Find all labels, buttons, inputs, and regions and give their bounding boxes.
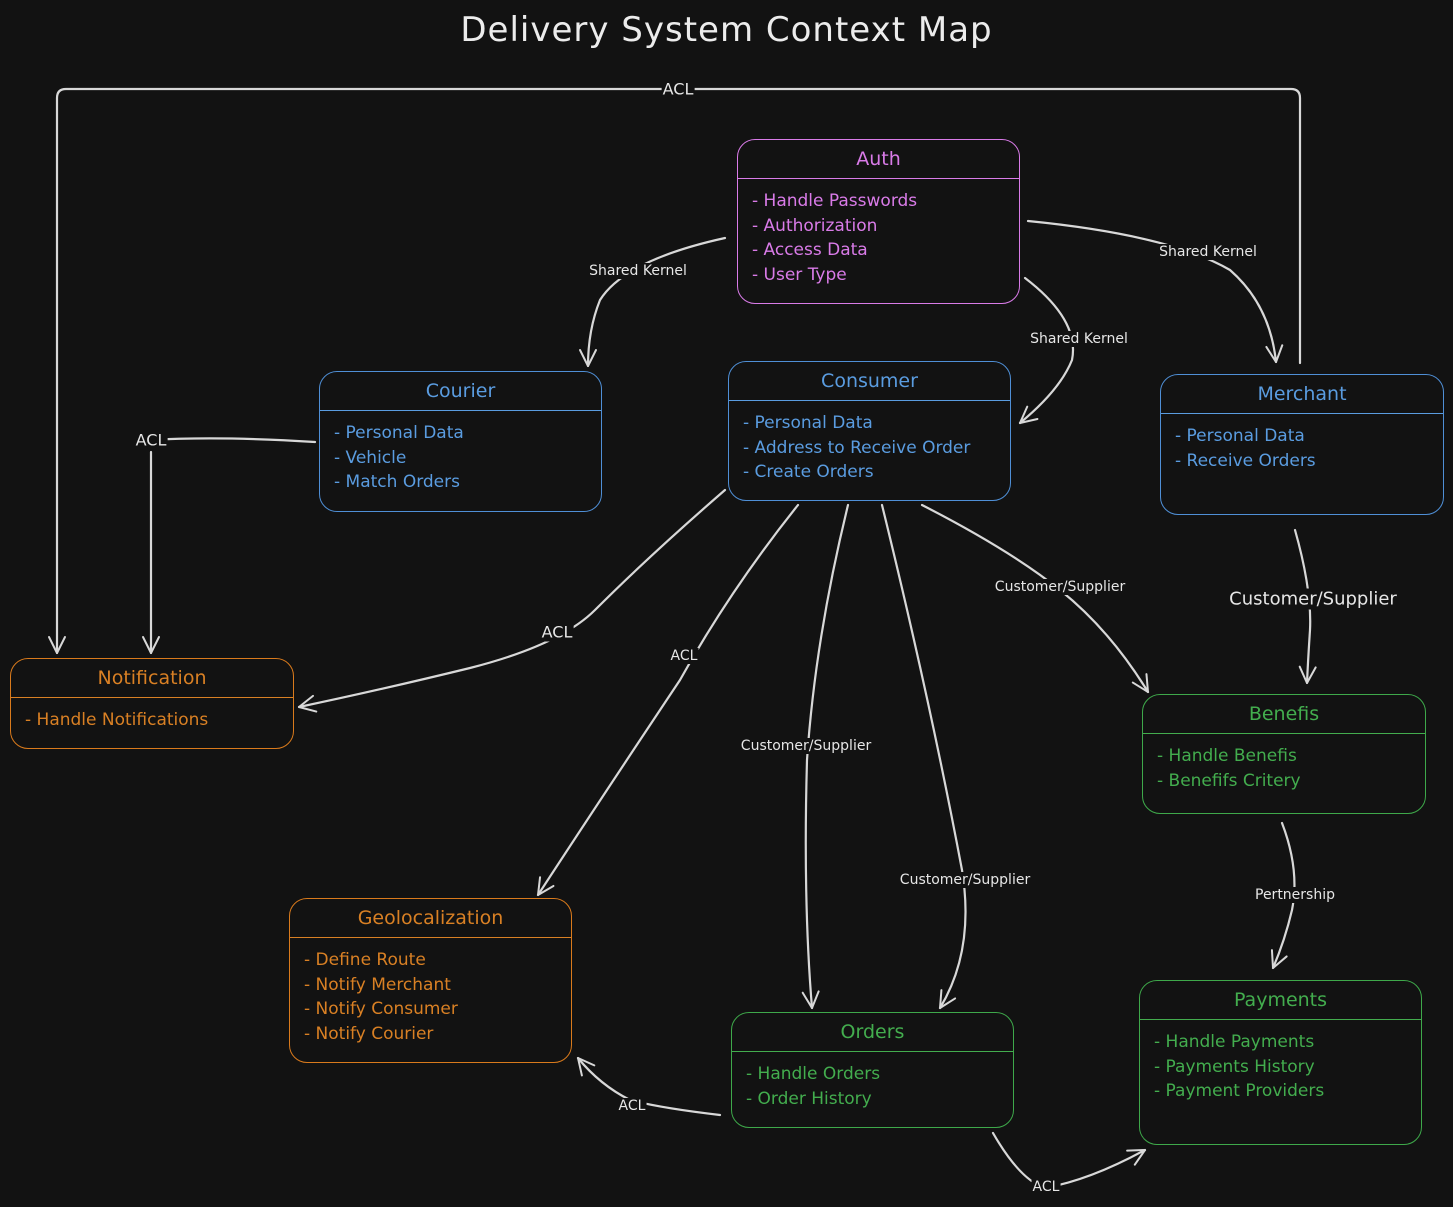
edge-consumer-geolocalization — [536, 503, 800, 897]
list-item: - Authorization — [752, 215, 878, 236]
context-orders-title: Orders — [732, 1013, 1013, 1052]
list-item: - Order History — [746, 1088, 872, 1109]
list-item: - Handle Benefis — [1157, 746, 1297, 766]
label-auth-courier: Shared Kernel — [588, 263, 688, 279]
edge-auth-courier — [579, 236, 727, 368]
label-courier-notification: ACL — [134, 430, 168, 450]
context-notification-title: Notification — [11, 659, 293, 698]
context-auth-title: Auth — [738, 140, 1019, 179]
context-payments[interactable]: Payments - Handle Payments - Payments Hi… — [1139, 980, 1422, 1145]
label-benefis-payments: Pertnership — [1254, 887, 1336, 903]
list-item: - Handle Notifications — [25, 710, 209, 730]
context-courier-title: Courier — [320, 372, 601, 411]
context-consumer[interactable]: Consumer - Personal Data - Address to Re… — [728, 361, 1011, 501]
edge-auth-merchant — [1026, 219, 1284, 364]
context-merchant-title: Merchant — [1161, 375, 1443, 414]
context-geolocalization[interactable]: Geolocalization - Define Route - Notify … — [289, 898, 572, 1063]
list-item: - Match Orders — [334, 472, 460, 492]
edge-consumer-orders-b — [880, 503, 967, 1010]
label-consumer-benefis: Customer/Supplier — [993, 579, 1127, 595]
edge-benefis-payments — [1270, 821, 1296, 970]
list-item: - User Type — [752, 264, 847, 285]
context-notification-items: - Handle Notifications — [11, 698, 293, 733]
edge-merchant-notification — [48, 87, 1302, 655]
edge-merchant-benefis — [1293, 528, 1317, 685]
edge-orders-payments — [991, 1131, 1147, 1190]
list-item: - Notify Merchant — [304, 974, 451, 995]
edge-orders-geolocalization — [576, 1056, 722, 1117]
label-consumer-orders-a: Customer/Supplier — [739, 738, 873, 754]
context-courier-items: - Personal Data - Vehicle - Match Orders — [320, 411, 601, 495]
context-payments-title: Payments — [1140, 981, 1421, 1020]
list-item: - Personal Data — [743, 413, 873, 433]
context-benefis-title: Benefis — [1143, 695, 1425, 734]
context-merchant[interactable]: Merchant - Personal Data - Receive Order… — [1160, 374, 1444, 515]
context-orders-items: - Handle Orders - Order History — [732, 1052, 1013, 1111]
list-item: - Payment Providers — [1154, 1081, 1325, 1101]
list-item: - Notify Courier — [304, 1023, 434, 1044]
list-item: - Payments History — [1154, 1056, 1315, 1077]
context-geolocalization-items: - Define Route - Notify Merchant - Notif… — [290, 938, 571, 1046]
label-consumer-geolocalization: ACL — [669, 648, 699, 664]
context-notification[interactable]: Notification - Handle Notifications — [10, 658, 294, 749]
list-item: - Handle Passwords — [752, 191, 918, 211]
context-auth-items: - Handle Passwords - Authorization - Acc… — [738, 179, 1019, 287]
list-item: - Personal Data — [1175, 426, 1305, 446]
context-geolocalization-title: Geolocalization — [290, 899, 571, 938]
list-item: - Vehicle — [334, 447, 407, 468]
label-auth-merchant: Shared Kernel — [1158, 244, 1258, 260]
context-payments-items: - Handle Payments - Payments History - P… — [1140, 1020, 1421, 1104]
context-orders[interactable]: Orders - Handle Orders - Order History — [731, 1012, 1014, 1128]
context-benefis-items: - Handle Benefis - Benefifs Critery — [1143, 734, 1425, 793]
list-item: - Receive Orders — [1175, 450, 1316, 471]
list-item: - Create Orders — [743, 462, 874, 482]
edge-auth-consumer — [1018, 276, 1075, 425]
label-merchant-benefis: Customer/Supplier — [1228, 588, 1398, 610]
edge-consumer-notification — [297, 488, 727, 713]
list-item: - Address to Receive Order — [743, 437, 971, 458]
context-consumer-title: Consumer — [729, 362, 1010, 401]
page-title: Delivery System Context Map — [460, 10, 993, 50]
context-courier[interactable]: Courier - Personal Data - Vehicle - Matc… — [319, 371, 602, 512]
list-item: - Access Data — [752, 240, 868, 260]
context-auth[interactable]: Auth - Handle Passwords - Authorization … — [737, 139, 1020, 304]
list-item: - Handle Payments — [1154, 1032, 1315, 1052]
context-consumer-items: - Personal Data - Address to Receive Ord… — [729, 401, 1010, 485]
context-merchant-items: - Personal Data - Receive Orders — [1161, 414, 1443, 473]
label-merchant-notification: ACL — [661, 79, 695, 99]
label-consumer-orders-b: Customer/Supplier — [898, 872, 1032, 888]
list-item: - Benefifs Critery — [1157, 770, 1301, 791]
list-item: - Define Route — [304, 950, 426, 970]
label-orders-payments: ACL — [1031, 1179, 1061, 1195]
list-item: - Personal Data — [334, 423, 464, 443]
label-orders-geolocalization: ACL — [617, 1098, 647, 1114]
list-item: - Handle Orders — [746, 1064, 881, 1084]
context-benefis[interactable]: Benefis - Handle Benefis - Benefifs Crit… — [1142, 694, 1426, 814]
label-consumer-notification: ACL — [540, 622, 574, 642]
list-item: - Notify Consumer — [304, 999, 458, 1019]
edge-courier-notification-a — [148, 437, 317, 444]
edge-consumer-benefis — [920, 503, 1150, 694]
edge-consumer-orders-a — [801, 503, 850, 1010]
label-auth-consumer: Shared Kernel — [1029, 331, 1129, 347]
